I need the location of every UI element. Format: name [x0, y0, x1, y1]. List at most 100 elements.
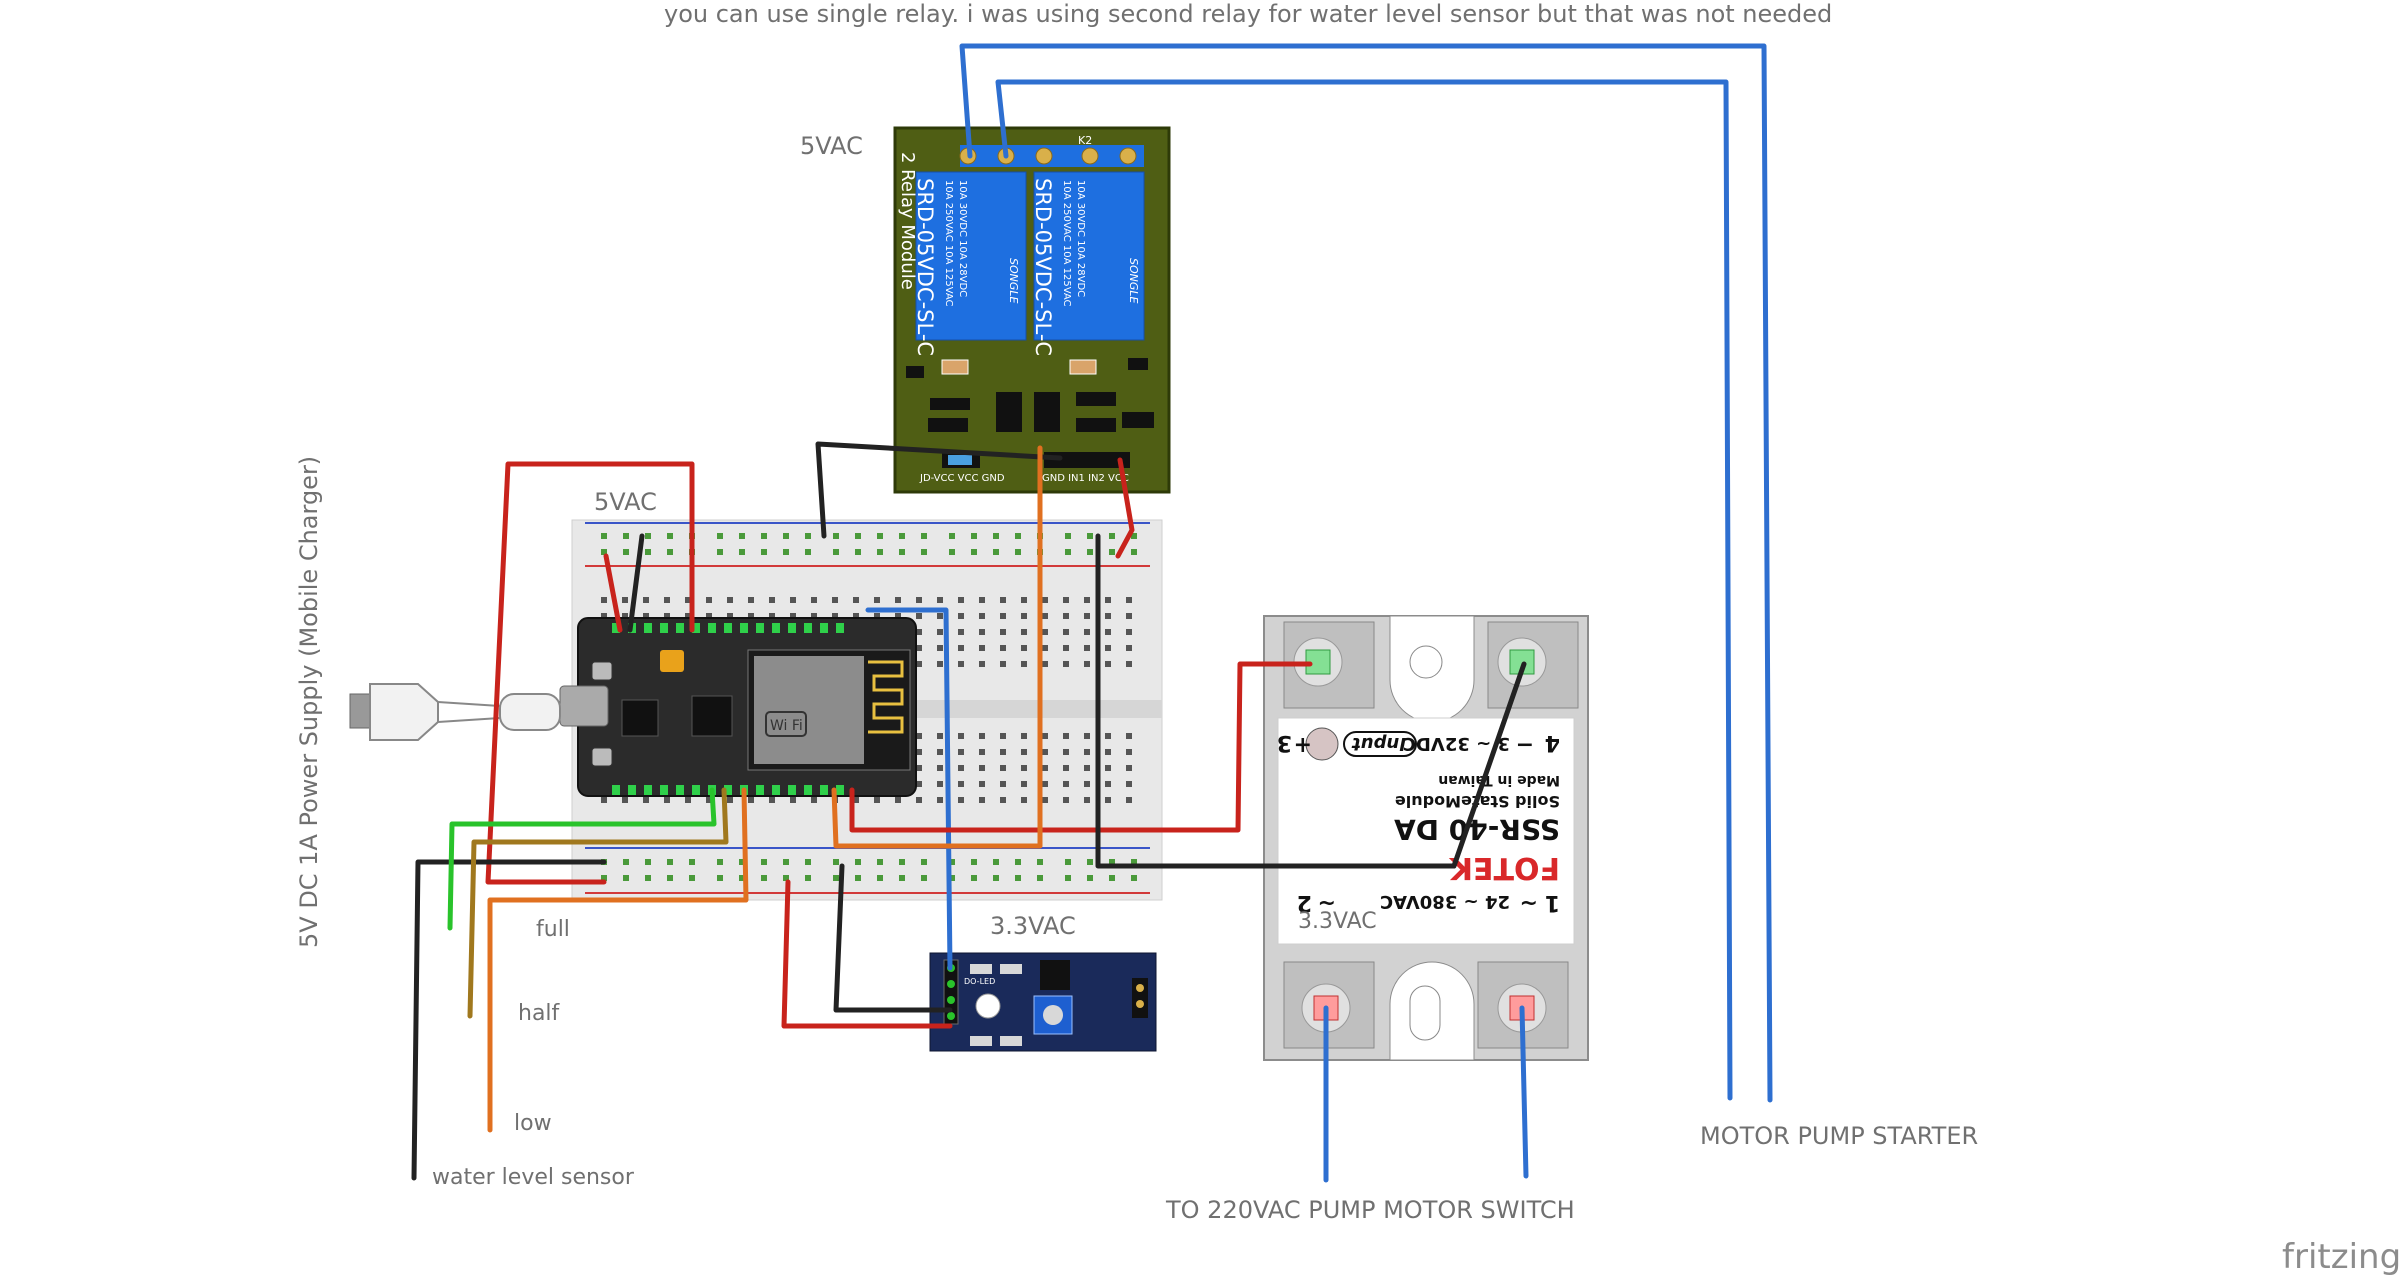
breadboard-hole — [689, 859, 695, 865]
breadboard-hole — [921, 533, 927, 539]
breadboard-hole — [790, 613, 796, 619]
breadboard-hole — [706, 597, 712, 603]
breadboard-hole — [1000, 645, 1006, 651]
breadboard-hole — [1042, 781, 1048, 787]
breadboard-hole — [895, 797, 901, 803]
breadboard-hole — [1105, 597, 1111, 603]
ssr-t3: 3 — [1277, 730, 1292, 755]
sensor-do-led: DO-LED — [964, 977, 995, 986]
breadboard-hole — [899, 549, 905, 555]
breadboard-hole — [937, 749, 943, 755]
nodemcu-pin — [644, 623, 652, 633]
breadboard-hole — [783, 549, 789, 555]
flash-button — [591, 747, 613, 767]
breadboard-hole — [1126, 645, 1132, 651]
breadboard-hole — [937, 781, 943, 787]
breadboard-hole — [916, 597, 922, 603]
half-label: half — [518, 1001, 561, 1026]
breadboard-hole — [993, 859, 999, 865]
wire-red — [603, 553, 623, 633]
breadboard-hole — [1105, 629, 1111, 635]
breadboard-hole — [1063, 781, 1069, 787]
breadboard-hole — [1021, 749, 1027, 755]
nodemcu-pin — [692, 623, 700, 633]
breadboard-voltage-label: 5VAC — [594, 488, 657, 516]
relay-2-rating-b: 10A 30VDC 10A 28VDC — [1075, 180, 1086, 297]
optocoupler — [996, 392, 1022, 432]
breadboard-hole — [1126, 613, 1132, 619]
breadboard-hole — [1000, 733, 1006, 739]
breadboard-hole — [667, 859, 673, 865]
breadboard-hole — [622, 797, 628, 803]
breadboard-hole — [1131, 875, 1137, 881]
breadboard-hole — [874, 613, 880, 619]
breadboard-hole — [727, 597, 733, 603]
nodemcu-pin — [628, 785, 636, 795]
ssr-t2: 2 — [1297, 890, 1312, 915]
breadboard-hole — [805, 549, 811, 555]
breadboard-hole — [877, 533, 883, 539]
breadboard-hole — [1042, 597, 1048, 603]
breadboard-hole — [1109, 533, 1115, 539]
breadboard-hole — [979, 781, 985, 787]
wire-orange — [831, 445, 1043, 849]
breadboard-hole — [916, 645, 922, 651]
motor-pump-starter-label: MOTOR PUMP STARTER — [1700, 1122, 1978, 1150]
breadboard-hole — [971, 859, 977, 865]
breadboard-hole — [1087, 549, 1093, 555]
breadboard-hole — [1065, 549, 1071, 555]
breadboard-hole — [1015, 875, 1021, 881]
solid-state-relay: 1 ~ 24 ~ 380VAC ~ 2 FOTEK SSR-40 DA Soli… — [1263, 615, 1589, 1061]
breadboard-hole — [1015, 533, 1021, 539]
nodemcu-pin — [804, 623, 812, 633]
relay-2-rating-a: 10A 250VAC 10A 125VAC — [1061, 180, 1072, 307]
breadboard-hole — [761, 875, 767, 881]
low-label: low — [514, 1111, 552, 1136]
breadboard-hole — [993, 533, 999, 539]
breadboard-hole — [1084, 645, 1090, 651]
breadboard-hole — [1087, 875, 1093, 881]
breadboard-hole — [664, 597, 670, 603]
breadboard-hole — [916, 613, 922, 619]
relay-voltage-label: 5VAC — [800, 132, 863, 160]
breadboard-hole — [937, 629, 943, 635]
breadboard-hole — [645, 875, 651, 881]
breadboard-hole — [811, 597, 817, 603]
ssr-made-in: Made in Taiwan — [1438, 772, 1560, 788]
nodemcu-pin — [676, 623, 684, 633]
wire-blue — [865, 607, 953, 971]
breadboard-hole — [706, 613, 712, 619]
breadboard-hole — [1063, 749, 1069, 755]
micro-usb-port — [559, 685, 609, 727]
relay-1-model: SRD-05VDC-SL-C — [913, 178, 937, 356]
breadboard-hole — [853, 613, 859, 619]
breadboard-hole — [1042, 749, 1048, 755]
breadboard-hole — [949, 859, 955, 865]
breadboard-hole — [949, 533, 955, 539]
breadboard-hole — [979, 733, 985, 739]
breadboard-hole — [748, 613, 754, 619]
breadboard-hole — [769, 597, 775, 603]
ssr-t4: 4 — [1545, 730, 1560, 755]
nodemcu-pin — [708, 623, 716, 633]
breadboard-hole — [855, 549, 861, 555]
breadboard-hole — [739, 875, 745, 881]
breadboard-hole — [958, 749, 964, 755]
breadboard-hole — [811, 613, 817, 619]
breadboard-hole — [895, 597, 901, 603]
breadboard-hole — [853, 597, 859, 603]
wire-black — [411, 859, 607, 1181]
wire-blue — [995, 79, 1733, 1101]
breadboard-hole — [1015, 859, 1021, 865]
breadboard-hole — [1105, 661, 1111, 667]
breadboard-hole — [1109, 859, 1115, 865]
breadboard-hole — [958, 597, 964, 603]
nodemcu-pin — [772, 623, 780, 633]
nodemcu-pin — [724, 623, 732, 633]
breadboard-hole — [958, 733, 964, 739]
nodemcu-pin — [836, 623, 844, 633]
breadboard-hole — [853, 797, 859, 803]
breadboard-hole — [601, 533, 607, 539]
breadboard-hole — [643, 797, 649, 803]
breadboard-hole — [667, 549, 673, 555]
